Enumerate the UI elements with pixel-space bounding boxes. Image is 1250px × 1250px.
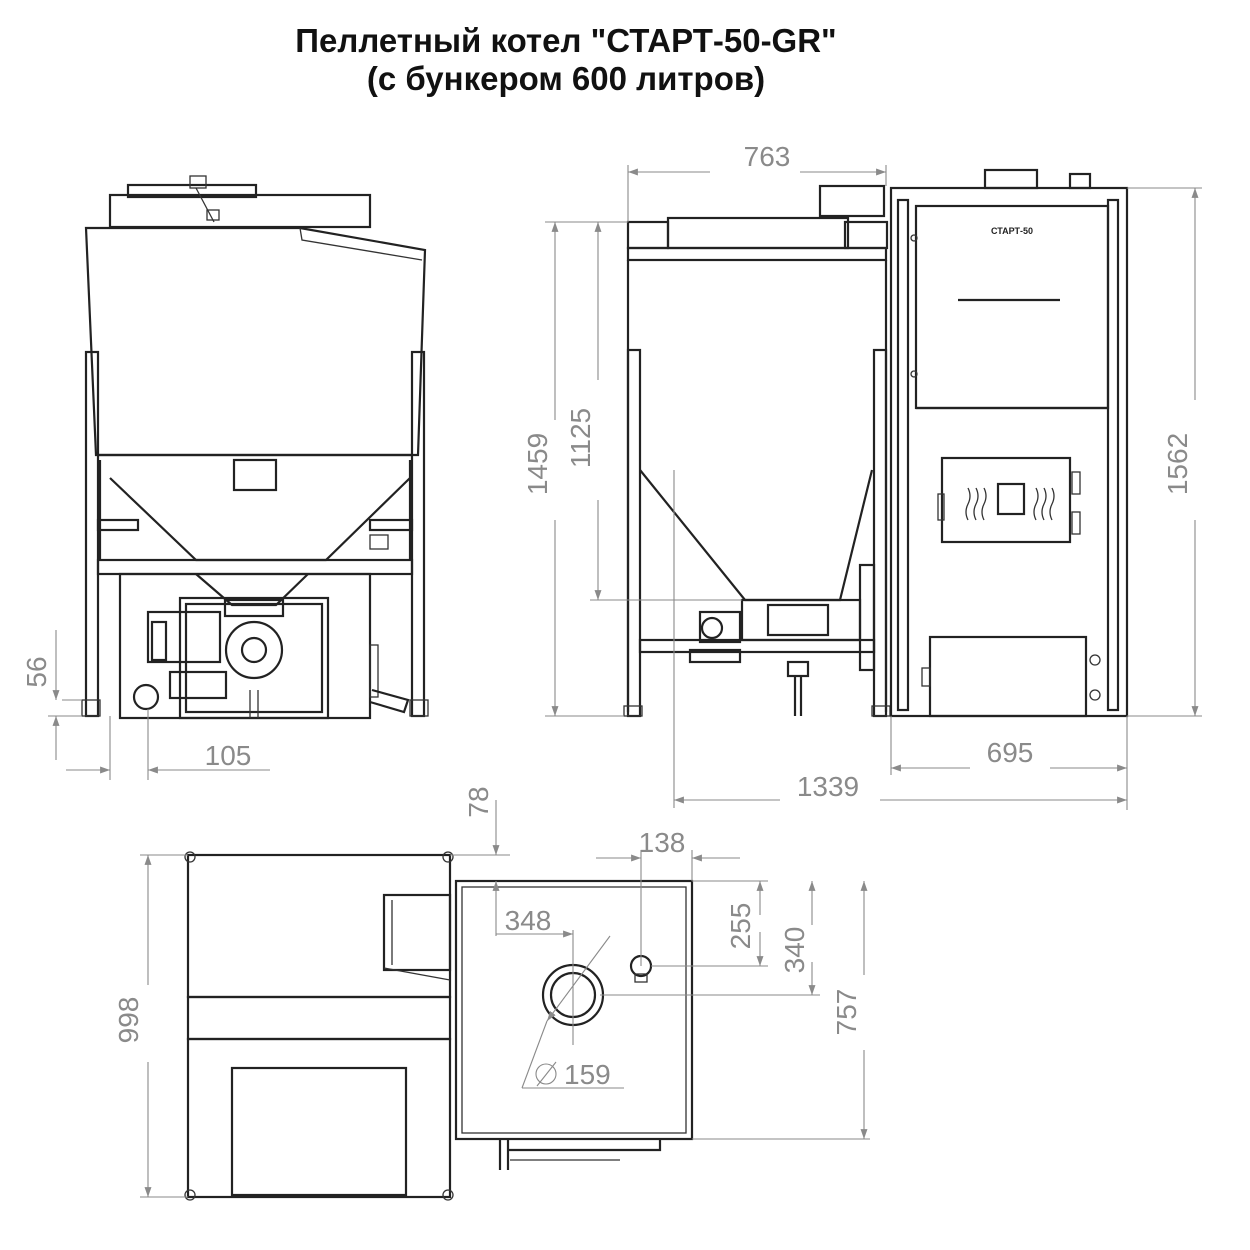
dim-763: 763 <box>744 141 791 172</box>
dim-56: 56 <box>21 656 52 687</box>
dim-1125: 1125 <box>565 408 596 468</box>
dim-159: 159 <box>564 1059 611 1090</box>
dim-1562: 1562 <box>1162 433 1193 495</box>
top-dimensions: 78 138 348 255 340 757 998 159 <box>113 786 870 1198</box>
boiler-nameplate: СТАРТ-50 <box>991 226 1033 236</box>
front-view <box>81 175 429 720</box>
dim-138: 138 <box>639 827 686 858</box>
dim-1459: 1459 <box>522 433 553 495</box>
drawing-title: Пеллетный котел "СТАРТ-50-GR" (с бункеро… <box>0 22 1132 98</box>
dim-78: 78 <box>463 786 494 817</box>
dim-348: 348 <box>505 905 552 936</box>
dim-105: 105 <box>205 740 252 771</box>
dim-998: 998 <box>113 997 144 1044</box>
dim-1339: 1339 <box>797 771 859 802</box>
top-view <box>184 851 694 1201</box>
dim-757: 757 <box>831 989 862 1036</box>
dim-340: 340 <box>779 927 810 974</box>
side-view: СТАРТ-50 <box>623 168 1129 718</box>
title-line-2: (с бункером 600 литров) <box>366 60 766 97</box>
dim-255: 255 <box>725 903 756 950</box>
title-line-1: Пеллетный котел "СТАРТ-50-GR" <box>295 22 837 59</box>
side-dimensions: 763 1459 1125 1562 695 1339 <box>522 141 1202 810</box>
front-dimensions: 56 105 <box>21 630 270 780</box>
dim-695: 695 <box>987 737 1034 768</box>
